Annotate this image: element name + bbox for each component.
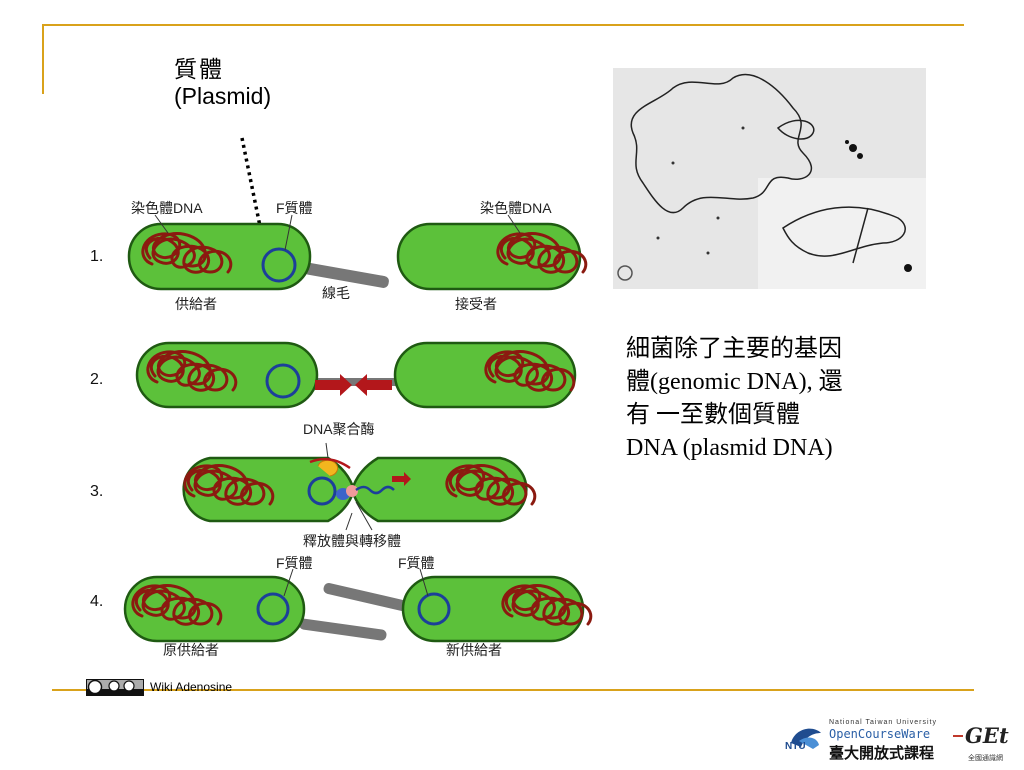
plasmid-heading-en: (Plasmid) xyxy=(174,83,272,110)
leader-line xyxy=(507,214,521,234)
left-arrow-icon xyxy=(355,374,392,396)
plasmid-heading: 質體 (Plasmid) xyxy=(174,57,271,110)
dna-polymerase-label: DNA聚合酶 xyxy=(303,421,375,437)
chromosome-dna-label: 染色體DNA xyxy=(131,200,203,216)
leader-line xyxy=(284,214,293,251)
ntu-ocw-logo-icon xyxy=(791,728,821,749)
ntu-text: NTU xyxy=(785,741,806,752)
description-line-4: DNA (plasmid DNA) xyxy=(626,435,833,462)
transferosome-shape xyxy=(346,485,358,497)
f-plasmid-1 xyxy=(261,247,297,283)
recipient-cell-3 xyxy=(350,456,528,523)
left-accent-line xyxy=(42,24,44,94)
leader-line xyxy=(283,568,294,597)
new-donor-label: 新供給者 xyxy=(446,642,502,658)
ocw-name: OpenCourseWare xyxy=(829,727,931,741)
top-accent-line xyxy=(42,24,964,26)
new-donor-cell xyxy=(401,575,585,643)
step-1: 1. xyxy=(90,248,104,265)
transferosome-leader-line xyxy=(355,501,373,531)
get-logo-subtext: 全國通識網 xyxy=(968,755,1003,762)
pilus-bridge xyxy=(300,378,405,386)
transferred-dna-strand xyxy=(355,485,395,495)
pilus-label: 線毛 xyxy=(322,285,350,301)
image-credit[interactable]: Wiki Adenosine xyxy=(150,680,233,694)
donor-label: 供給者 xyxy=(175,296,217,312)
recipient-cell-1 xyxy=(396,222,582,291)
dna-polymerase-shape xyxy=(317,459,339,477)
f-plasmid-label-4a: F質體 xyxy=(276,555,313,571)
plasmid-micrograph xyxy=(613,68,926,289)
bottom-accent-line xyxy=(52,689,974,691)
ocw-logo: NTU National Taiwan University OpenCours… xyxy=(785,713,1021,765)
f-plasmid-label-4b: F質體 xyxy=(398,555,435,571)
step-2: 2. xyxy=(90,371,104,388)
step-4: 4. xyxy=(90,593,104,610)
ocw-zh-name: 臺大開放式課程 xyxy=(829,744,935,762)
description-line-3: 有 一至數個質體 xyxy=(626,402,800,429)
get-logo-text: GEt xyxy=(965,723,1009,748)
right-arrow-icon xyxy=(315,374,352,396)
university-name: National Taiwan University xyxy=(829,719,937,726)
relaxosome-label: 釋放體與轉移體 xyxy=(303,533,401,549)
recipient-label: 接受者 xyxy=(455,296,497,312)
leader-line xyxy=(419,568,429,597)
pilus xyxy=(303,262,389,288)
micrograph-drawing xyxy=(613,68,926,289)
chromosome-dna-label-recipient: 染色體DNA xyxy=(480,200,552,216)
description-line-2: 體(genomic DNA), 還 xyxy=(626,369,843,396)
original-donor-label: 原供給者 xyxy=(163,642,219,658)
polymerase-direction-arrow xyxy=(309,457,351,470)
plasmid-description: 細菌除了主要的基因 體(genomic DNA), 還 有 一至數個質體 DNA… xyxy=(626,333,946,465)
step-3: 3. xyxy=(90,483,104,500)
polymerase-leader-line xyxy=(325,442,329,459)
leader-line xyxy=(154,214,169,234)
pointer-dotted-line xyxy=(240,137,264,237)
relaxosome-leader-line xyxy=(345,512,353,531)
f-plasmid-3 xyxy=(307,476,337,506)
logo-divider xyxy=(953,735,963,737)
transfer-arrow-icon xyxy=(392,472,411,486)
f-plasmid-2 xyxy=(265,363,301,399)
f-plasmid-4b xyxy=(417,592,451,626)
creative-commons-icon xyxy=(86,679,144,696)
f-plasmid-label: F質體 xyxy=(276,200,313,216)
recipient-cell-2 xyxy=(393,341,577,409)
plasmid-heading-zh: 質體 xyxy=(174,57,224,83)
f-plasmid-4a xyxy=(256,592,290,626)
description-line-1: 細菌除了主要的基因 xyxy=(626,336,842,362)
pilus-4b xyxy=(323,582,412,612)
pilus-4a xyxy=(299,618,387,641)
